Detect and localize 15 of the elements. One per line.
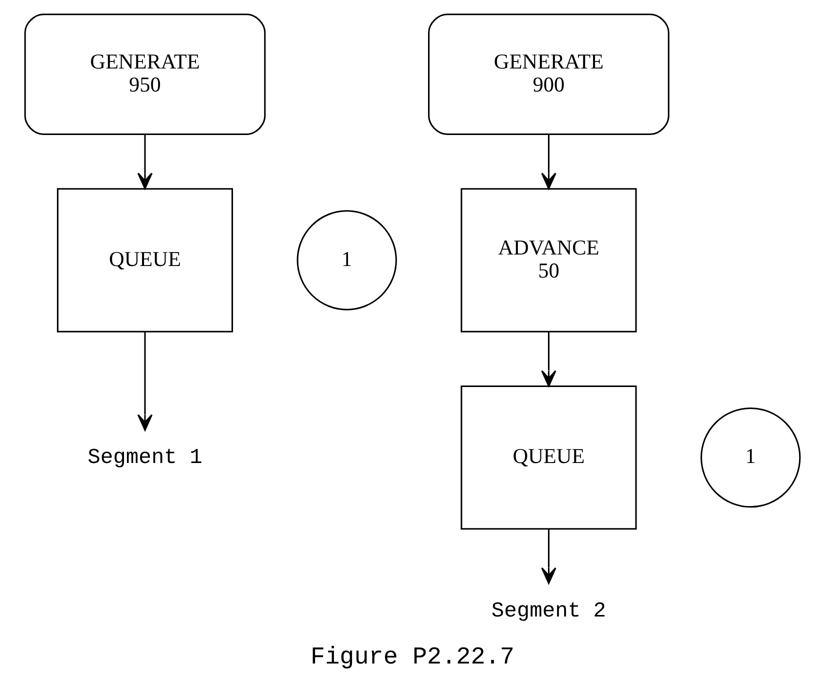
node-box: ADVANCE 50 bbox=[460, 188, 636, 332]
node-box: QUEUE bbox=[460, 385, 636, 530]
node-box: GENERATE 950 bbox=[24, 14, 266, 136]
node-box: QUEUE bbox=[56, 188, 233, 332]
arrow bbox=[136, 134, 152, 190]
node-text: Segment 1 bbox=[87, 446, 202, 470]
node-circle: 1 bbox=[296, 210, 396, 310]
node-text: Segment 2 bbox=[490, 599, 606, 624]
node-circle: 1 bbox=[700, 407, 800, 508]
node-box: GENERATE 900 bbox=[428, 14, 669, 136]
arrow bbox=[540, 134, 556, 190]
arrow bbox=[136, 332, 152, 431]
caption: Figure P2.22.7 bbox=[310, 644, 514, 672]
arrow bbox=[540, 332, 556, 387]
arrow bbox=[540, 528, 556, 584]
